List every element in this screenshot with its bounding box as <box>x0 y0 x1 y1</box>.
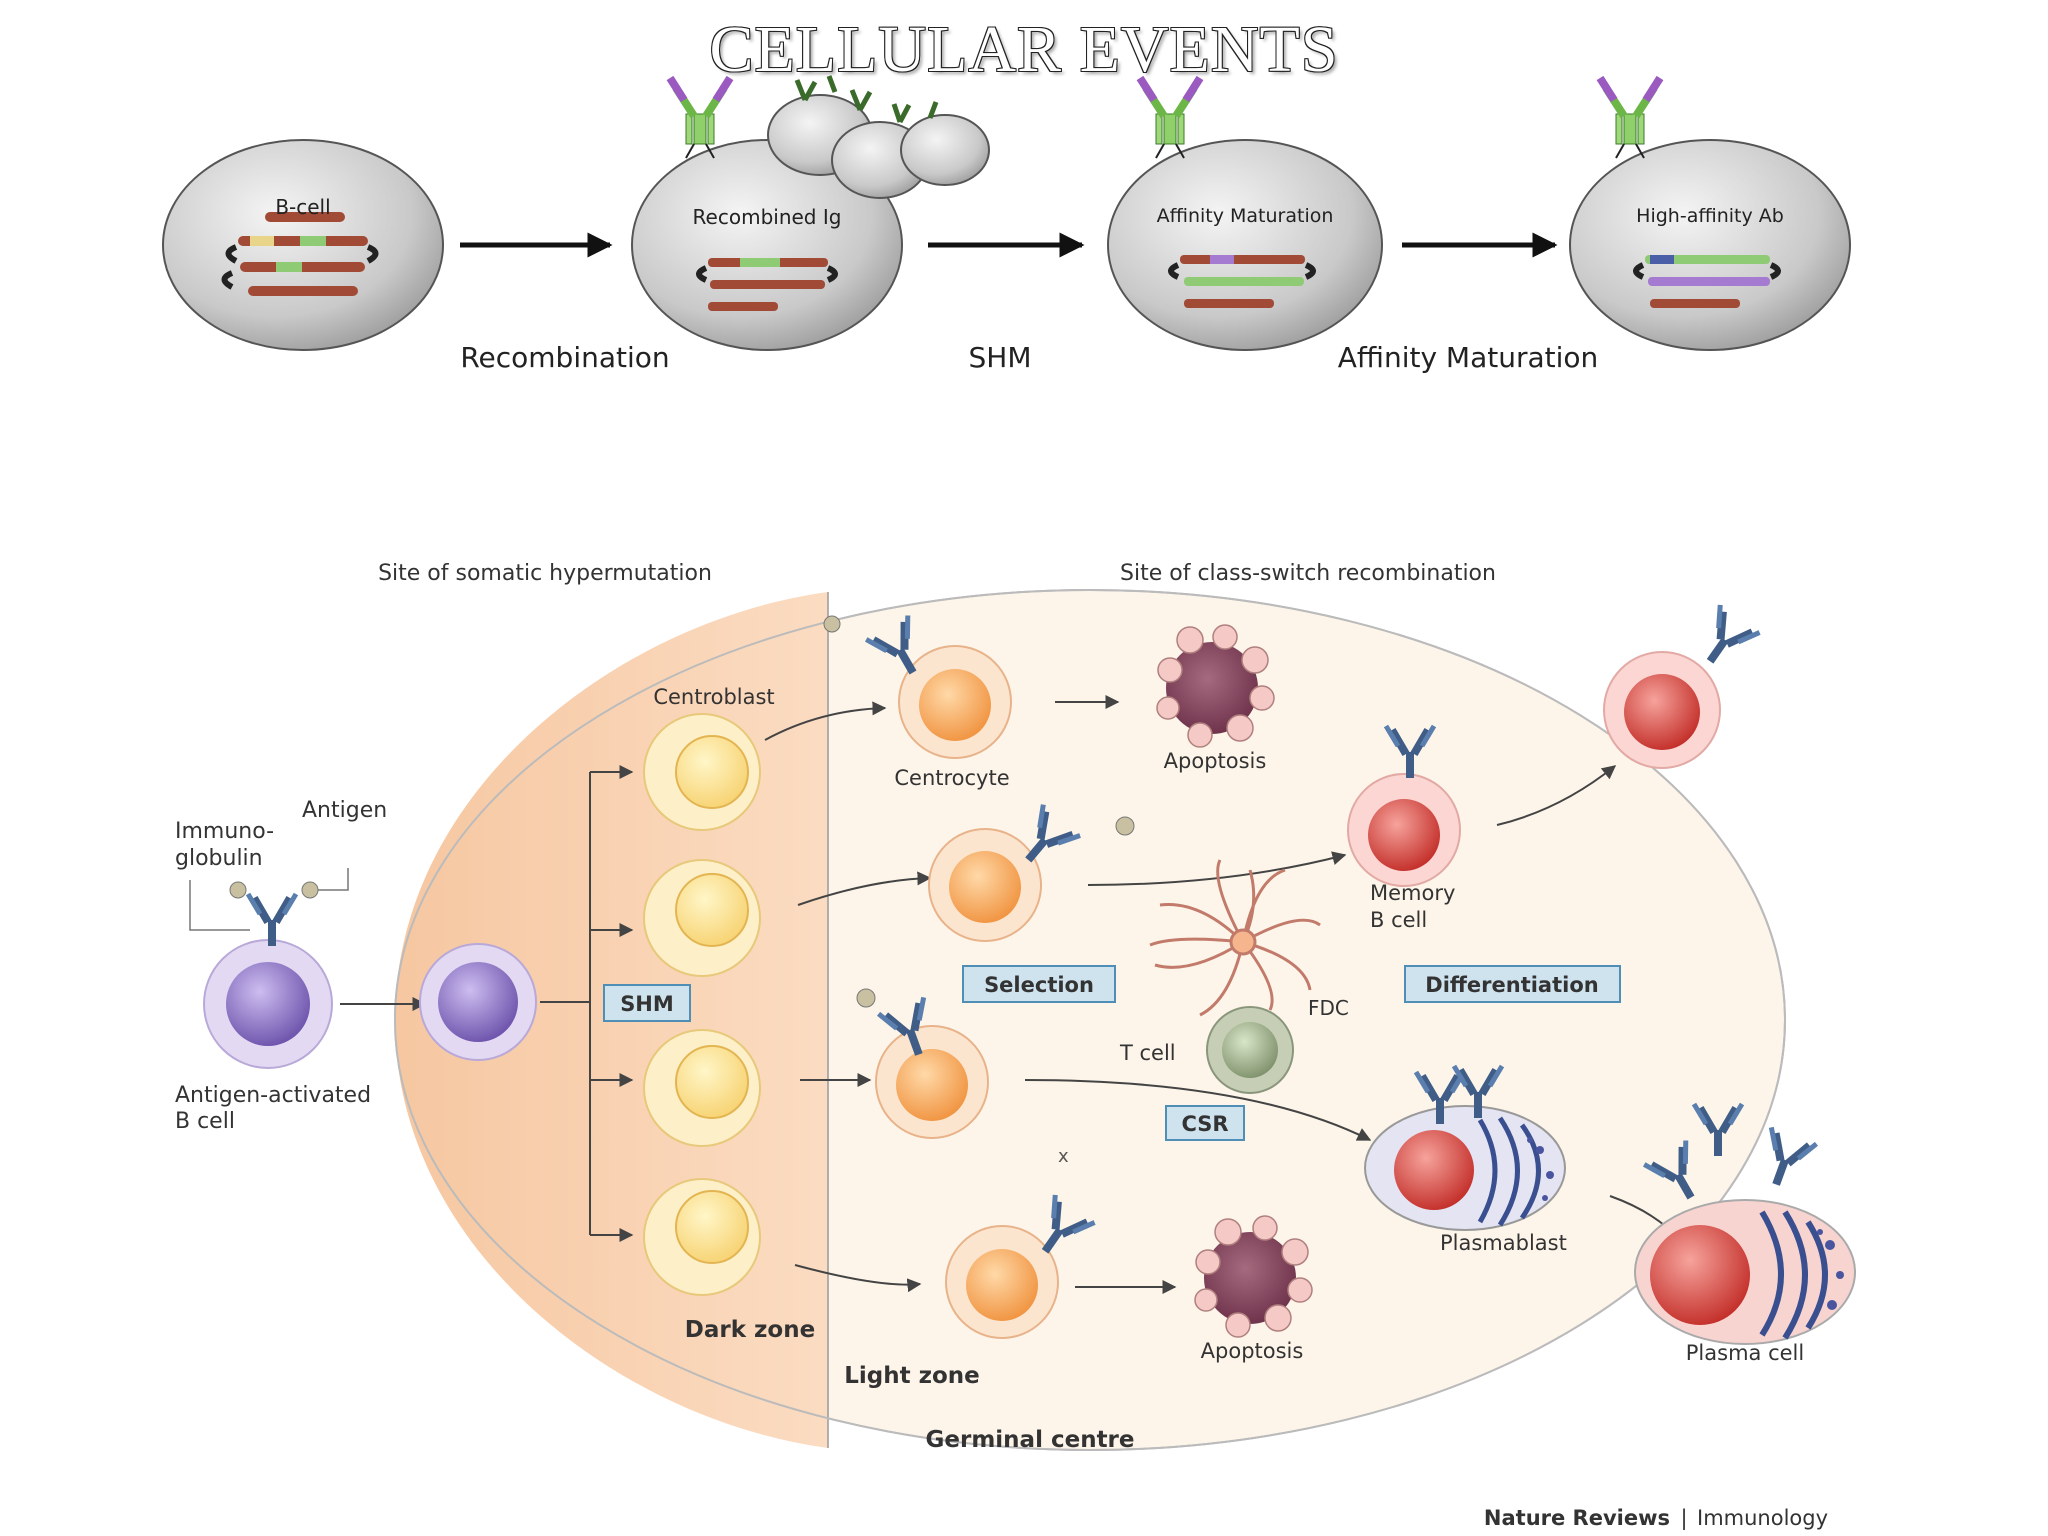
memory-label-1: Memory <box>1370 881 1455 905</box>
memory-b-cell-outside <box>1603 605 1760 769</box>
centrocyte-1-antigen-icon <box>823 615 841 633</box>
immunoglobulin-label-2: globulin <box>175 846 263 871</box>
top-cell-label-affinity-maturation: Affinity Maturation <box>1157 205 1334 227</box>
centroblast-cell-4 <box>643 1178 761 1296</box>
apoptosis-label-2: Apoptosis <box>1201 1339 1304 1363</box>
centroblast-cell-1 <box>643 713 761 831</box>
antigen-icon <box>229 881 247 899</box>
secreted-antibody-icon-3 <box>1754 1127 1817 1192</box>
recombined-dna-icon <box>696 258 838 311</box>
daughter-cells-icon <box>767 75 990 199</box>
memory-label-2: B cell <box>1370 908 1427 932</box>
caption-recombination: Recombination <box>460 341 669 374</box>
fdc-cell <box>1149 859 1321 1017</box>
antigen-activated-b-cell <box>203 881 333 1069</box>
site-csr-label: Site of class-switch recombination <box>1120 561 1496 586</box>
t-cell-label: T cell <box>1119 1041 1176 1065</box>
affinity-antibody-icon <box>1140 78 1200 158</box>
outside-memory-antibody-icon <box>1690 605 1759 675</box>
csr-box-label: CSR <box>1181 1112 1228 1136</box>
differentiation-box-label: Differentiation <box>1425 973 1598 997</box>
germinal-centre-label: Germinal centre <box>926 1427 1135 1453</box>
centrocyte-cell-4: x <box>945 1146 1095 1339</box>
b-cell-dna-icon <box>221 212 379 296</box>
high-affinity-dna-icon <box>1633 255 1781 308</box>
caption-shm: SHM <box>969 341 1032 374</box>
affinity-dna-icon <box>1168 255 1316 308</box>
dark-zone-label: Dark zone <box>685 1317 815 1343</box>
light-zone-label: Light zone <box>844 1363 980 1389</box>
immunoglobulin-label-1: Immuno- <box>175 819 274 844</box>
centrocyte-3-antigen-icon <box>856 988 876 1008</box>
plasma-cell <box>1634 1199 1856 1345</box>
apoptosis-label-1: Apoptosis <box>1164 749 1267 773</box>
top-cell-b-cell: B-cell <box>162 139 444 351</box>
high-affinity-antibody-icon <box>1600 78 1660 158</box>
antigen-label: Antigen <box>302 798 387 823</box>
top-cell-label-b-cell: B-cell <box>275 195 330 219</box>
branch-tree <box>540 765 634 1242</box>
differentiation-box: Differentiation <box>1404 965 1621 1003</box>
caption-affinity-maturation: Affinity Maturation <box>1338 341 1599 374</box>
slide-title: CELLULAR EVENTS <box>708 12 1339 87</box>
site-shm-label: Site of somatic hypermutation <box>378 561 712 586</box>
antigen-activated-label-2: B cell <box>175 1109 235 1134</box>
top-cell-high-affinity-ab: High-affinity Ab <box>1569 78 1851 351</box>
immunoglobulin-icon <box>248 894 296 946</box>
credit-subject: Immunology <box>1697 1506 1828 1530</box>
antigen-activated-label-1: Antigen-activated <box>175 1083 371 1108</box>
shm-box-label: SHM <box>620 992 674 1016</box>
credit-separator: | <box>1680 1506 1687 1531</box>
credit-journal: Nature Reviews <box>1484 1506 1670 1530</box>
centrocyte-cell-2 <box>928 805 1135 942</box>
t-cell <box>1206 1006 1294 1094</box>
label-pointer-lines <box>189 868 349 931</box>
fdc-label: FDC <box>1308 996 1349 1020</box>
antigen-icon-2 <box>301 881 319 899</box>
plasmablast-label: Plasmablast <box>1440 1231 1567 1255</box>
source-credit: Nature Reviews | Immunology <box>1484 1506 1828 1531</box>
centrocyte-cell-3 <box>856 988 989 1139</box>
selection-box-label: Selection <box>984 973 1094 997</box>
shm-box: SHM <box>603 984 691 1022</box>
selection-box: Selection <box>962 965 1116 1003</box>
top-cell-recombined-ig: Recombined Ig <box>631 75 990 351</box>
centroblast-label: Centroblast <box>653 685 774 709</box>
top-cell-label-high-affinity-ab: High-affinity Ab <box>1636 205 1784 227</box>
plasma-cell-label: Plasma cell <box>1686 1341 1804 1365</box>
centroblast-cell-3 <box>643 1029 761 1147</box>
memory-b-cell <box>1347 726 1461 887</box>
centroblast-cell-2 <box>643 859 761 977</box>
csr-box: CSR <box>1165 1105 1245 1141</box>
centrocyte-cell-1 <box>823 615 1012 759</box>
centrocyte-4-mutation-mark: x <box>1058 1146 1069 1167</box>
centrocyte-2-antigen-icon <box>1115 816 1135 836</box>
top-cell-label-recombined-ig: Recombined Ig <box>693 205 842 229</box>
top-cell-affinity-maturation: Affinity Maturation <box>1107 78 1383 351</box>
apoptosis-cell-2 <box>1194 1215 1313 1338</box>
plasmablast-cell <box>1364 1066 1566 1231</box>
centrocyte-label: Centrocyte <box>894 766 1009 790</box>
apoptosis-cell-1 <box>1156 624 1275 748</box>
gc-entry-b-cell <box>419 943 537 1061</box>
